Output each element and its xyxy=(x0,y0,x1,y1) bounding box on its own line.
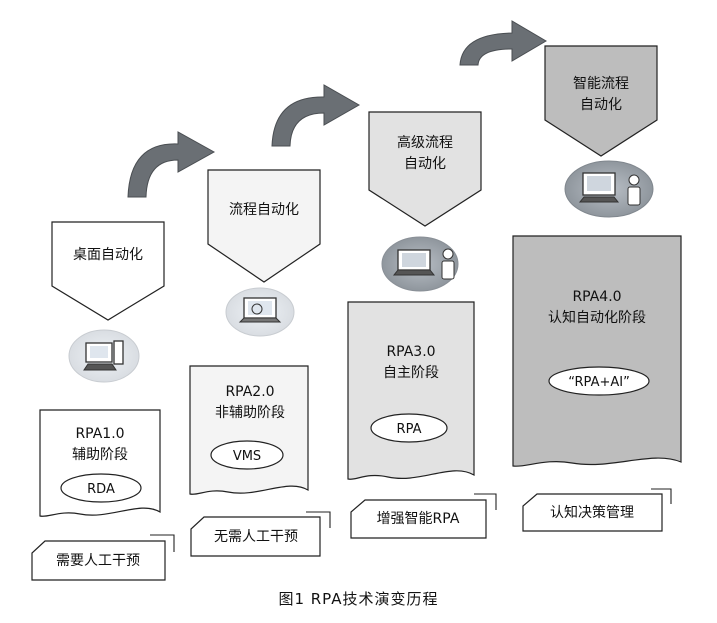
stage-2-version: RPA2.0 xyxy=(225,384,274,400)
stage-3-bottom-bracket xyxy=(474,493,497,510)
stage-2-header-line-1: 流程自动化 xyxy=(229,202,299,218)
stage-2-bottom-bracket xyxy=(306,511,331,528)
stage-2-oval-label: VMS xyxy=(233,449,261,464)
stage-3-bottom-label-box xyxy=(350,499,487,539)
stage-1-phase: 辅助阶段 xyxy=(72,447,128,463)
stage-2-bottom-label: 无需人工干预 xyxy=(214,529,298,545)
progression-arrow-3 xyxy=(459,20,547,66)
stage-3-oval-label: RPA xyxy=(397,422,422,437)
figure-caption: 图1 RPA技术演变历程 xyxy=(278,590,439,608)
stage-3-version: RPA3.0 xyxy=(386,344,435,360)
stage-1-version: RPA1.0 xyxy=(75,426,124,442)
stage-4-bottom-label-box xyxy=(522,493,663,532)
stage-1-bottom-bracket xyxy=(150,534,175,552)
stage-1-header-line-1: 桌面自动化 xyxy=(73,247,143,263)
stage-3-header-line-1: 高级流程 xyxy=(397,134,453,151)
stage-4-bottom-bracket xyxy=(651,488,672,504)
stage-4: 智能流程 自动化 RPA4.0 认知自动化阶段 “RPA+AI” 认知决策管理 xyxy=(512,45,682,532)
desktop-computer-icon xyxy=(68,329,140,383)
stage-4-header-line-2: 自动化 xyxy=(580,97,622,113)
stage-4-oval-label: “RPA+AI” xyxy=(568,375,630,390)
stage-1-bottom-label-box xyxy=(31,540,166,581)
stage-4-document xyxy=(512,235,682,467)
stage-1: 桌面自动化 RPA1.0 辅助阶段 RDA 需要人工干预 xyxy=(31,221,175,581)
stage-3: 高级流程 自动化 RPA3.0 自主阶段 RPA 增强智能RPA xyxy=(347,111,497,539)
stage-3-document xyxy=(347,301,475,480)
stage-3-oval xyxy=(370,413,448,443)
stage-4-phase: 认知自动化阶段 xyxy=(548,309,646,326)
stage-4-header-line-1: 智能流程 xyxy=(573,76,629,92)
progression-arrow-1 xyxy=(127,131,216,198)
stage-1-header-pentagon xyxy=(51,221,165,321)
stage-3-header-pentagon xyxy=(368,111,482,227)
stage-4-bottom-label: 认知决策管理 xyxy=(550,504,634,521)
computer-person-icon xyxy=(564,160,654,218)
stage-2-header-pentagon xyxy=(207,169,321,283)
stage-1-bottom-label: 需要人工干预 xyxy=(56,553,140,569)
stage-4-oval xyxy=(548,366,650,396)
laptop-person-icon xyxy=(381,236,459,292)
stage-4-version: RPA4.0 xyxy=(572,289,621,305)
stage-4-header-pentagon xyxy=(544,45,658,157)
stage-2-phase: 非辅助阶段 xyxy=(215,405,285,421)
stage-2-oval xyxy=(210,440,284,470)
stage-1-oval-label: RDA xyxy=(87,482,115,497)
stage-3-phase: 自主阶段 xyxy=(383,365,439,381)
stage-2-bottom-label-box xyxy=(190,516,321,557)
laptop-globe-icon xyxy=(225,287,295,337)
stage-2: 流程自动化 RPA2.0 非辅助阶段 VMS 无需人工干预 xyxy=(189,169,331,557)
stage-3-bottom-label: 增强智能RPA xyxy=(377,511,460,527)
stage-1-oval xyxy=(60,473,142,503)
stage-3-header-line-2: 自动化 xyxy=(404,156,446,172)
progression-arrow-2 xyxy=(271,84,361,147)
